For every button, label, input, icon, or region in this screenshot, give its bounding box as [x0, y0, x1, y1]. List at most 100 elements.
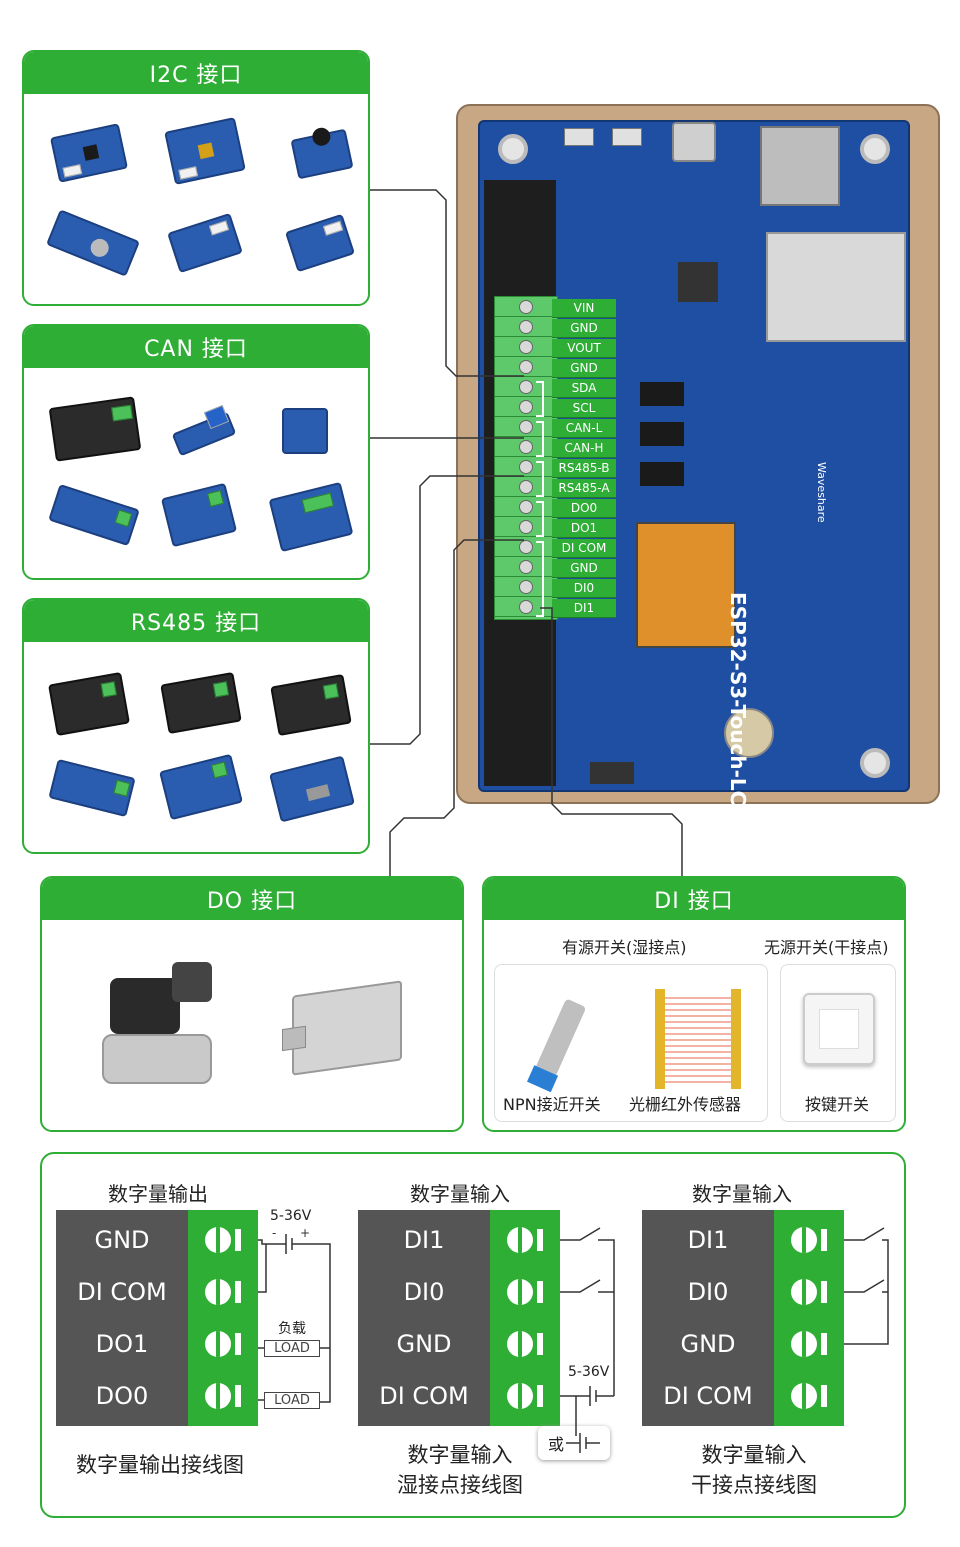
mount-hole — [860, 748, 890, 778]
push-button-switch-image — [803, 993, 875, 1065]
mount-hole — [860, 134, 890, 164]
passive-switch-label: 无源开关(干接点) — [764, 938, 889, 957]
do-card: DO 接口 — [40, 876, 464, 1132]
do-bracket — [536, 501, 544, 537]
rs485-module-image — [270, 673, 352, 737]
pin-label-di1: DI1 — [552, 599, 616, 618]
terminal-screw-icon — [791, 1383, 827, 1409]
do-card-title: DO 接口 — [42, 878, 462, 920]
terminal-screw-icon — [507, 1383, 543, 1409]
tf-card-slot — [760, 126, 840, 206]
can-module-image — [48, 396, 142, 462]
terminal-block — [494, 296, 559, 620]
i2c-card-title: I2C 接口 — [24, 52, 368, 94]
dry-input-row-label: DI COM — [663, 1382, 753, 1410]
pin-label-gnd: GND — [552, 559, 616, 578]
output-diagram-caption: 数字量输出接线图 — [76, 1453, 244, 1477]
output-row-label: DO0 — [95, 1382, 149, 1410]
can-module-image — [160, 482, 238, 548]
ic-chip — [640, 422, 684, 446]
dry-input-caption-line1: 数字量输入 — [701, 1443, 807, 1467]
dry-input-label-column: DI1 DI0 GND DI COM — [642, 1210, 774, 1426]
pin-label-do0: DO0 — [552, 499, 616, 518]
usb-port — [672, 122, 716, 162]
pin-label-scl: SCL — [552, 399, 616, 418]
can-module-image — [268, 481, 354, 553]
terminal-screw-icon — [205, 1383, 241, 1409]
terminal-screw-icon — [205, 1227, 241, 1253]
wet-input-diagram-title: 数字量输入 — [410, 1182, 510, 1206]
or-label: 或 — [548, 1435, 565, 1454]
active-switch-panel: NPN接近开关 光栅红外传感器 — [494, 964, 768, 1122]
mount-hole — [498, 134, 528, 164]
wet-input-voltage-label: 5-36V — [568, 1364, 610, 1380]
pin-label-vout: VOUT — [552, 339, 616, 358]
dry-input-terminal-column — [774, 1210, 844, 1426]
wet-input-row-label: DI1 — [403, 1226, 445, 1254]
light-curtain-label: 光栅红外传感器 — [629, 1095, 742, 1114]
pin-label-gnd: GND — [552, 319, 616, 338]
wet-input-row-label: GND — [396, 1330, 452, 1358]
pin-label-can-h: CAN-H — [552, 439, 616, 458]
light-curtain-image — [655, 989, 741, 1089]
dry-input-caption-line2: 干接点接线图 — [691, 1473, 817, 1497]
terminal-screw-icon — [791, 1227, 827, 1253]
solenoid-valve-image — [102, 962, 222, 1102]
i2c-module-image — [164, 117, 246, 185]
i2c-module-image — [284, 213, 356, 273]
wet-input-caption-line2: 湿接点接线图 — [397, 1473, 523, 1497]
i2c-bracket — [536, 381, 544, 417]
push-button-label: 按键开关 — [805, 1095, 870, 1114]
electric-lock-image — [282, 980, 402, 1076]
pin-label-rs485-a: RS485-A — [552, 479, 616, 498]
wet-input-row-label: DI0 — [403, 1278, 445, 1306]
pin-label-can-l: CAN-L — [552, 419, 616, 438]
pin-label-di0: DI0 — [552, 579, 616, 598]
can-module-image — [48, 483, 140, 547]
di-card-title: DI 接口 — [484, 878, 904, 920]
output-row-label: GND — [94, 1226, 150, 1254]
pin-label-di-com: DI COM — [552, 539, 616, 558]
terminal-screw-icon — [507, 1331, 543, 1357]
rs485-module-image — [160, 671, 242, 735]
di-bracket — [536, 541, 544, 617]
i2c-card: I2C 接口 — [22, 50, 370, 306]
ic-chip — [640, 462, 684, 486]
pin-label-vin: VIN — [552, 299, 616, 318]
wet-input-label-column: DI1 DI0 GND DI COM — [358, 1210, 490, 1426]
dry-input-row-label: GND — [680, 1330, 736, 1358]
load-box: LOAD — [264, 1392, 320, 1409]
output-label-column: GND DI COM DO1 DO0 — [56, 1210, 188, 1426]
rs485-card-title: RS485 接口 — [24, 600, 368, 642]
pin-label-gnd: GND — [552, 359, 616, 378]
terminal-screw-icon — [791, 1331, 827, 1357]
active-switch-label: 有源开关(湿接点) — [562, 938, 687, 957]
output-row-label: DO1 — [95, 1330, 149, 1358]
fpc-connector — [636, 522, 736, 648]
reset-button — [564, 128, 594, 146]
load-box: LOAD — [264, 1340, 320, 1357]
rs485-module-image — [269, 755, 355, 823]
can-bracket — [536, 421, 544, 457]
rs485-module-image — [48, 758, 136, 818]
brand-label: Waveshare — [815, 462, 828, 523]
boot-button — [612, 128, 642, 146]
power-switch — [590, 762, 634, 784]
board-name-label: ESP32-S3-Touch-LCD-5 — [726, 592, 750, 845]
dry-input-diagram-title: 数字量输入 — [692, 1182, 792, 1206]
rs485-module-image — [48, 671, 130, 737]
terminal-screw-icon — [791, 1279, 827, 1305]
wet-input-row-label: DI COM — [379, 1382, 469, 1410]
wet-input-caption-line1: 数字量输入 — [407, 1443, 513, 1467]
terminal-screw-icon — [507, 1227, 543, 1253]
rs485-card: RS485 接口 — [22, 598, 370, 854]
npn-switch-label: NPN接近开关 — [503, 1095, 601, 1114]
i2c-module-image — [46, 209, 140, 277]
wet-input-terminal-column — [490, 1210, 560, 1426]
rs485-bracket — [536, 461, 544, 497]
load-label: 负载 — [278, 1321, 306, 1337]
output-diagram-title: 数字量输出 — [108, 1182, 208, 1206]
pin-label-sda: SDA — [552, 379, 616, 398]
inductor — [678, 262, 718, 302]
i2c-module-image — [49, 123, 129, 183]
